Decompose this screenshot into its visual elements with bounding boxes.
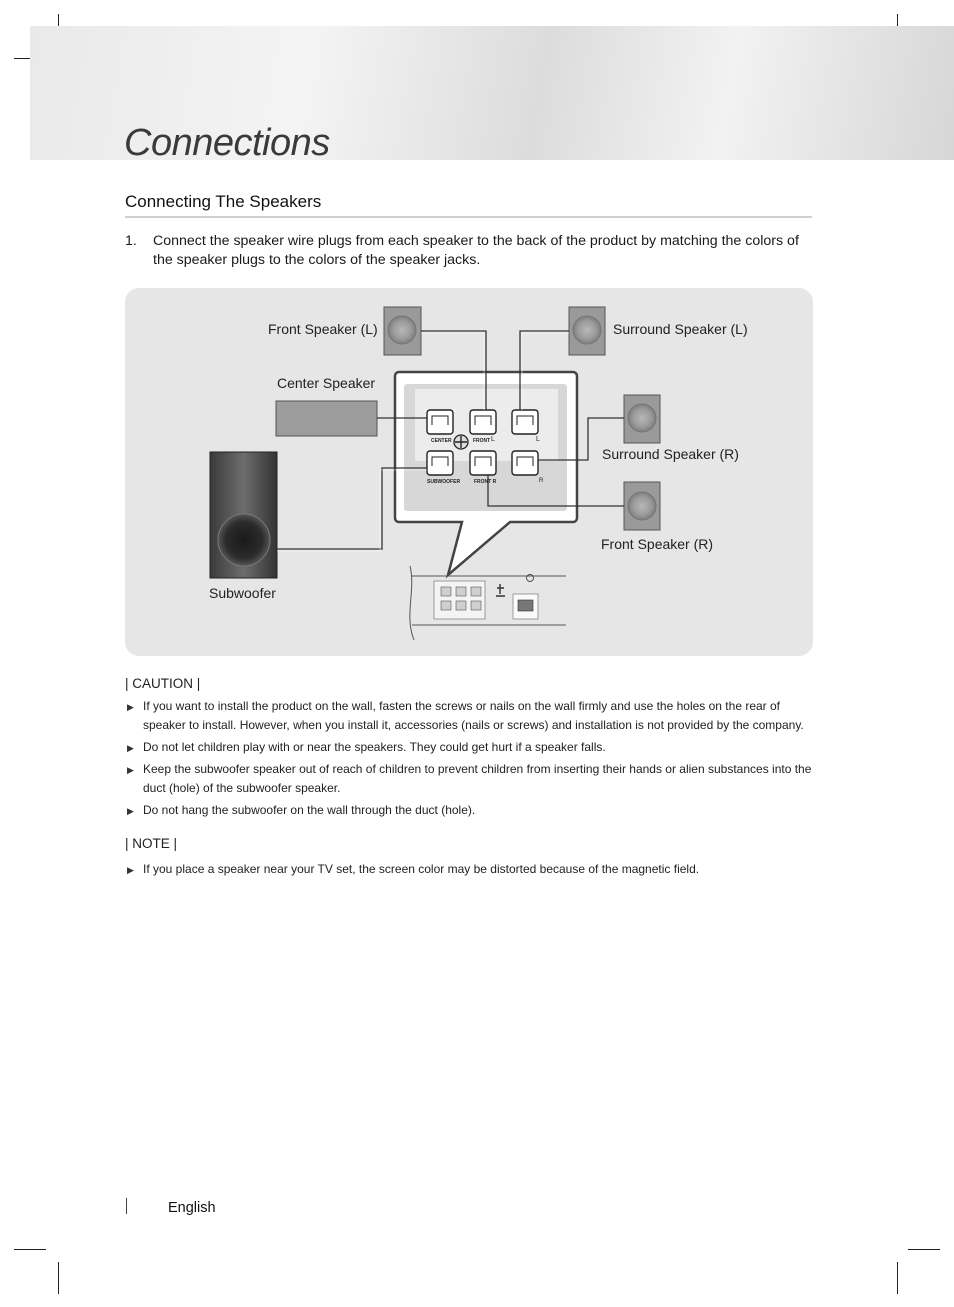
- jack-label-front: FRONT: [473, 438, 491, 444]
- label-surround-speaker-right: Surround Speaker (R): [602, 446, 739, 462]
- label-surround-speaker-left: Surround Speaker (L): [613, 321, 748, 337]
- step-text: Connect the speaker wire plugs from each…: [153, 233, 799, 268]
- bullet-arrow-icon: ▶: [127, 743, 134, 753]
- caution-list: ▶If you want to install the product on t…: [125, 697, 815, 823]
- note-heading: | NOTE |: [125, 836, 178, 851]
- section-divider: [125, 216, 812, 218]
- jack-label-center: CENTER: [431, 438, 452, 444]
- footer-language: English: [168, 1200, 216, 1216]
- list-item: ▶Keep the subwoofer speaker out of reach…: [127, 762, 812, 795]
- jack-label-surround-l: L: [536, 436, 540, 443]
- bullet-arrow-icon: ▶: [127, 702, 134, 712]
- label-center-speaker: Center Speaker: [277, 375, 376, 391]
- jack-label-subwoofer: SUBWOOFER: [427, 479, 461, 485]
- label-subwoofer: Subwoofer: [209, 585, 276, 601]
- crop-mark: [58, 1262, 59, 1294]
- note-list: ▶If you place a speaker near your TV set…: [125, 860, 815, 882]
- bullet-arrow-icon: ▶: [127, 765, 134, 775]
- label-front-speaker-right: Front Speaker (R): [601, 536, 714, 552]
- crop-mark: [897, 1262, 898, 1294]
- list-item: ▶If you want to install the product on t…: [127, 699, 804, 732]
- section-title: Connecting The Speakers: [125, 192, 322, 211]
- jack-label-front-l: L: [491, 436, 495, 443]
- chapter-title: Connections: [124, 122, 330, 164]
- jack-label-surround-r: R: [539, 478, 544, 484]
- label-front-speaker-left: Front Speaker (L): [268, 321, 378, 337]
- list-item: ▶Do not let children play with or near t…: [125, 738, 815, 757]
- chapter-banner: [30, 26, 954, 160]
- step-number: 1.: [125, 233, 137, 249]
- crop-mark: [14, 1249, 46, 1250]
- footer-divider: [126, 1198, 127, 1214]
- bullet-arrow-icon: ▶: [127, 865, 134, 875]
- jack-label-front-r: FRONT R: [474, 479, 497, 485]
- list-item: ▶Do not hang the subwoofer on the wall t…: [125, 801, 815, 820]
- caution-heading: | CAUTION |: [125, 676, 201, 691]
- list-item: ▶If you place a speaker near your TV set…: [125, 860, 815, 879]
- bullet-arrow-icon: ▶: [127, 806, 134, 816]
- crop-mark: [908, 1249, 940, 1250]
